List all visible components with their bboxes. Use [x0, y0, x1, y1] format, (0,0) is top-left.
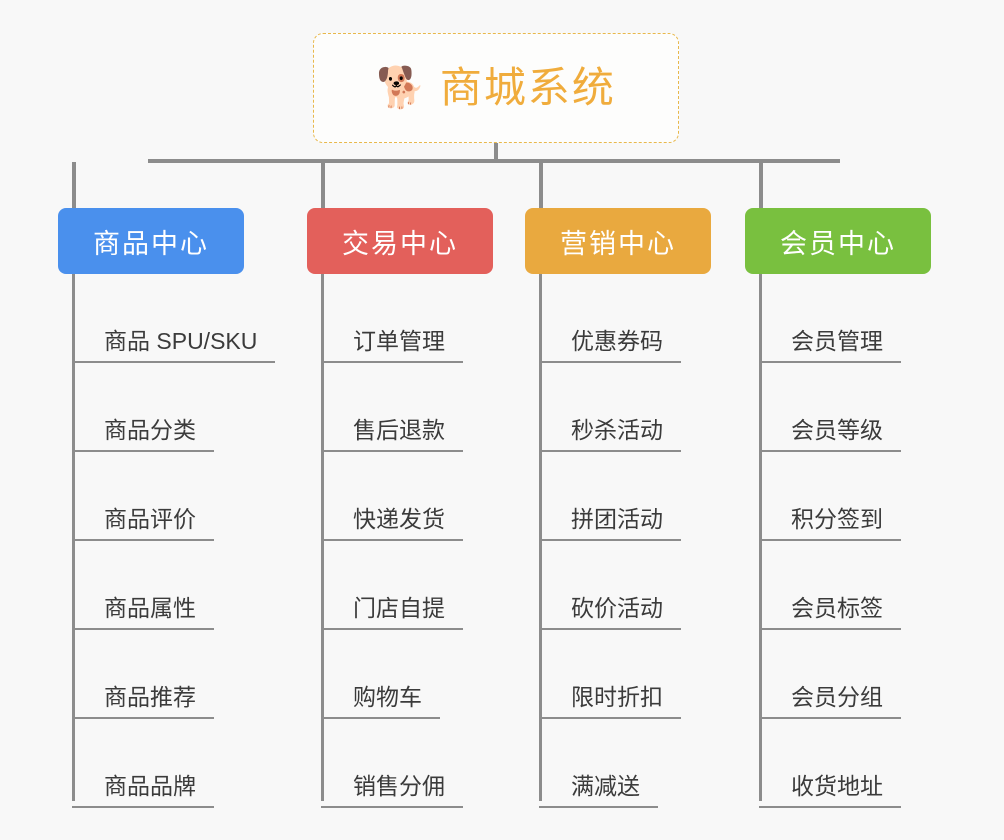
root-node[interactable]: 🐕 商城系统	[313, 33, 679, 143]
leaf-item[interactable]: 收货地址	[759, 719, 901, 808]
leaf-item-label: 门店自提	[321, 595, 463, 630]
root-connector-bus	[148, 159, 840, 163]
leaf-item-label: 满减送	[539, 773, 658, 808]
shiba-dog-emoji-icon: 🐕	[376, 66, 426, 110]
leaf-item-label: 积分签到	[759, 506, 901, 541]
leaf-list-2: 优惠券码秒杀活动拼团活动砍价活动限时折扣满减送	[539, 274, 681, 808]
leaf-item-label: 会员标签	[759, 595, 901, 630]
leaf-item-label: 商品属性	[72, 595, 214, 630]
leaf-item[interactable]: 购物车	[321, 630, 463, 719]
leaf-item-label: 快递发货	[321, 506, 463, 541]
category-connector-stem-0	[72, 162, 76, 208]
category-header-2[interactable]: 营销中心	[525, 208, 711, 274]
leaf-item-label: 售后退款	[321, 417, 463, 452]
leaf-item-label: 商品推荐	[72, 684, 214, 719]
leaf-item[interactable]: 拼团活动	[539, 452, 681, 541]
leaf-item[interactable]: 秒杀活动	[539, 363, 681, 452]
leaf-item[interactable]: 会员等级	[759, 363, 901, 452]
category-spine-1	[321, 274, 324, 801]
root-connector-stem	[494, 143, 498, 162]
leaf-item[interactable]: 优惠券码	[539, 274, 681, 363]
leaf-item[interactable]: 快递发货	[321, 452, 463, 541]
leaf-item-label: 商品品牌	[72, 773, 214, 808]
category-connector-stem-3	[759, 162, 763, 208]
leaf-item[interactable]: 会员标签	[759, 541, 901, 630]
category-connector-stem-2	[539, 162, 543, 208]
leaf-item[interactable]: 订单管理	[321, 274, 463, 363]
leaf-item[interactable]: 商品分类	[72, 363, 275, 452]
leaf-list-3: 会员管理会员等级积分签到会员标签会员分组收货地址	[759, 274, 901, 808]
leaf-item-label: 会员分组	[759, 684, 901, 719]
leaf-item[interactable]: 会员分组	[759, 630, 901, 719]
leaf-item[interactable]: 商品 SPU/SKU	[72, 274, 276, 363]
leaf-item-label: 会员等级	[759, 417, 901, 452]
leaf-item[interactable]: 积分签到	[759, 452, 901, 541]
leaf-item-label: 拼团活动	[539, 506, 681, 541]
leaf-item[interactable]: 满减送	[539, 719, 681, 808]
leaf-item-label: 销售分佣	[321, 773, 463, 808]
leaf-item[interactable]: 售后退款	[321, 363, 463, 452]
category-header-1[interactable]: 交易中心	[307, 208, 493, 274]
leaf-item-label: 秒杀活动	[539, 417, 681, 452]
leaf-item[interactable]: 商品评价	[72, 452, 275, 541]
root-title: 商城系统	[439, 64, 616, 111]
category-header-0[interactable]: 商品中心	[58, 208, 244, 274]
leaf-item-label: 商品 SPU/SKU	[72, 328, 276, 363]
category-header-3[interactable]: 会员中心	[745, 208, 931, 274]
leaf-item[interactable]: 门店自提	[321, 541, 463, 630]
leaf-list-1: 订单管理售后退款快递发货门店自提购物车销售分佣	[321, 274, 463, 808]
leaf-item-label: 会员管理	[759, 328, 901, 363]
leaf-item[interactable]: 商品推荐	[72, 630, 275, 719]
leaf-item-label: 收货地址	[759, 773, 901, 808]
leaf-item[interactable]: 销售分佣	[321, 719, 463, 808]
leaf-list-0: 商品 SPU/SKU 商品分类商品评价商品属性商品推荐商品品牌	[72, 274, 276, 808]
leaf-item-label: 商品评价	[72, 506, 214, 541]
leaf-item-label: 限时折扣	[539, 684, 681, 719]
leaf-item[interactable]: 限时折扣	[539, 630, 681, 719]
category-spine-3	[759, 274, 762, 801]
category-spine-2	[539, 274, 542, 801]
category-spine-0	[72, 274, 75, 801]
leaf-item[interactable]: 商品品牌	[72, 719, 275, 808]
leaf-item-label: 优惠券码	[539, 328, 681, 363]
leaf-item[interactable]: 商品属性	[72, 541, 275, 630]
category-connector-stem-1	[321, 162, 325, 208]
leaf-item-label: 砍价活动	[539, 595, 681, 630]
leaf-item-label: 订单管理	[321, 328, 463, 363]
leaf-item-label: 商品分类	[72, 417, 214, 452]
leaf-item[interactable]: 砍价活动	[539, 541, 681, 630]
leaf-item-label: 购物车	[321, 684, 440, 719]
leaf-item[interactable]: 会员管理	[759, 274, 901, 363]
